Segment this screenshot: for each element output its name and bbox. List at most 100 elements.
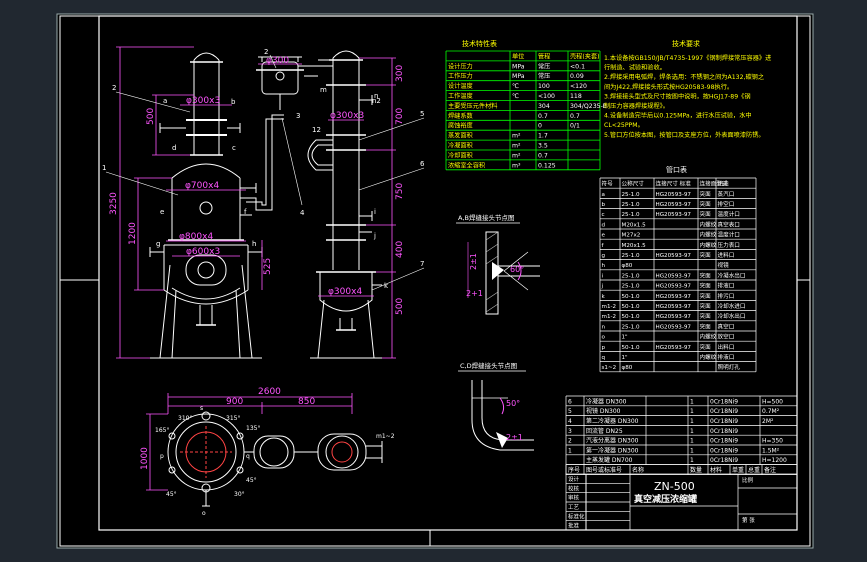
nozzle-table-cell: 进料口 <box>718 251 735 259</box>
front-dim-labels: 3250 1200 500 525 φ300x3 φ700x4 φ800x4 φ… <box>109 96 273 275</box>
side-label-k: k <box>384 282 389 290</box>
nozzle-table-header-cell: 连接尺寸 标准 <box>656 180 692 188</box>
detail-c-title: C,D焊缝接头节点图 <box>460 361 517 370</box>
side-dim-column-diameter: φ300x3 <box>330 111 364 121</box>
front-jacket-bottom <box>163 289 249 305</box>
nozzle-table-header-cell: 用途 <box>718 180 730 188</box>
title-block-row-label: 批准 <box>568 522 580 530</box>
front-dim-body-diameter: φ700x4 <box>185 181 219 191</box>
nozzle-table-cell: o <box>602 335 606 341</box>
top-dimensions <box>146 393 353 491</box>
tech-table-cell: 0.125 <box>538 162 556 169</box>
title-sheet-label: 第 张 <box>742 516 755 524</box>
nozzle-table-cell: 25-1.0 <box>622 273 640 279</box>
nozzle-table-cell: m1-2 <box>602 304 617 310</box>
front-dim-column-diameter: φ300x3 <box>186 96 220 106</box>
front-dim-total-height: 3250 <box>109 192 119 215</box>
nozzle-table-cell: f <box>602 243 605 249</box>
tech-table-cell: m² <box>512 143 521 150</box>
parts-list-cell: 视镜 DN300 <box>586 407 621 415</box>
nozzle-table-cell: 突面 <box>700 200 712 208</box>
nozzle-table-cell: φ80 <box>622 365 633 371</box>
parts-list-cell: 1 <box>690 418 694 425</box>
parts-list-cell: 汽液分离器 DN300 <box>586 437 639 445</box>
front-dim-head-diameter: φ600x3 <box>186 247 220 257</box>
nozzle-table-cell: i <box>602 273 604 279</box>
top-label-o: o <box>202 510 206 517</box>
nozzle-table-cell: 冷凝水出口 <box>718 271 746 279</box>
side-label-part-6: 6 <box>420 160 425 168</box>
tech-table-header-cell: 管程 <box>538 52 550 60</box>
tech-table-cell: 0.7 <box>570 113 580 120</box>
side-label-n2: n2 <box>372 97 381 105</box>
side-dim-upper: 700 <box>395 108 405 125</box>
tech-table-cell: ℃ <box>512 93 519 100</box>
requirement-line: 2.焊接采用电弧焊，焊条选用：不锈钢之间为A132,碳钢之 <box>604 73 764 81</box>
parts-list-cell: 1 <box>690 408 694 415</box>
tech-table-cell: 工作压力 <box>448 72 473 80</box>
tech-table-cell: <120 <box>570 83 587 90</box>
side-leaders <box>269 54 425 291</box>
nozzle-table-cell: HG20593-97 <box>656 304 692 310</box>
tech-table-cell: 蒸发面积 <box>448 132 473 140</box>
front-label-f: f <box>244 208 247 216</box>
nozzle-table-cell: 突面 <box>700 322 712 330</box>
top-angle-4: 30° <box>234 491 245 498</box>
side-label-i: i <box>374 208 376 216</box>
parts-list-cell: 主蒸发罐 DN700 <box>586 456 633 464</box>
requirement-line: 行制造、试验和验收。 <box>604 64 666 72</box>
nozzle-table-cell: HG20593-97 <box>656 253 692 259</box>
side-dim-base: 500 <box>395 298 405 315</box>
tech-table-cell: ℃ <box>512 83 519 90</box>
parts-list-cell: 冷凝器 DN300 <box>586 397 627 405</box>
nozzle-table-cell: 50-1.0 <box>622 314 640 320</box>
parts-list-cell: 1 <box>690 428 694 435</box>
tech-table-cell: 工作温度 <box>448 92 473 100</box>
side-label-j: j <box>373 232 376 240</box>
parts-list-header-cell: 数量 <box>690 466 702 474</box>
tech-table-cell: 设计温度 <box>448 82 473 90</box>
tech-table-title: 技术特性表 <box>462 39 497 48</box>
title-block-row-label: 校核 <box>568 484 580 492</box>
nozzle-table-cell: 1" <box>622 355 629 361</box>
tech-table-cell: 1.7 <box>538 133 548 140</box>
requirement-line: 4.设备制造完毕后以0.125MPa，进行水压试验，水中 <box>604 112 752 120</box>
nozzle-table-cell: d <box>602 222 606 228</box>
requirements: 技术要求 1.本设备按GB150/JB/T4735-1997《钢制焊接常压容器》… <box>604 39 771 139</box>
parts-list-cell: 1 <box>690 457 694 464</box>
side-dim-separator-diameter: φ300 <box>266 56 289 66</box>
nozzle-table-cell: 25-1.0 <box>622 253 640 259</box>
nozzle-table-cell: 内螺纹 <box>700 220 717 228</box>
side-label-n: n <box>374 92 378 100</box>
nozzle-table-cell: 视镜 <box>718 261 730 269</box>
front-dim-jacket-diameter: φ800x4 <box>179 232 213 242</box>
top-dim-right-span: 850 <box>298 397 315 407</box>
detail-a-title: A,B焊缝接头节点图 <box>458 213 514 222</box>
nozzle-table-cell: 25-1.0 <box>622 202 640 208</box>
top-angle-3: 45° <box>166 491 177 498</box>
tech-table-cell: 冷凝面积 <box>448 142 473 150</box>
nozzle-table-cell: HG20593-97 <box>656 192 692 198</box>
front-dim-body-height: 1200 <box>128 222 138 245</box>
top-angle-1: 310° <box>178 415 192 422</box>
top-dim-depth: 1000 <box>140 447 150 470</box>
detail-a-dim-2: 2+1 <box>466 289 483 298</box>
tech-table-cell: 冷却面积 <box>448 151 473 159</box>
parts-list-cell: 0Cr18Ni9 <box>710 457 738 464</box>
nozzle-table-cell: 25-1.0 <box>622 284 640 290</box>
side-label-part-3: 3 <box>296 112 300 120</box>
front-dimensions <box>116 46 263 359</box>
tech-table-cell: 100 <box>538 83 550 90</box>
nozzle-table-header-cell: 公称尺寸 <box>622 180 645 188</box>
detail-a-dim-3: 60° <box>510 265 524 274</box>
detail-a: A,B焊缝接头节点图 2±1 2+1 60° <box>456 213 540 315</box>
front-label-h: h <box>252 240 256 248</box>
requirement-line: 1.本设备按GB150/JB/T4735-1997《钢制焊接常压容器》进 <box>604 54 771 62</box>
nozzle-table-cell: 突面 <box>700 343 712 351</box>
front-dim-column-height: 500 <box>146 108 156 125</box>
front-part-labels: 1 2 a b c d e f g h <box>102 84 256 248</box>
front-label-part-1: 1 <box>102 164 106 172</box>
tech-table-header-cell: 单位 <box>512 52 524 60</box>
title-block-row-label: 工艺 <box>568 504 580 511</box>
